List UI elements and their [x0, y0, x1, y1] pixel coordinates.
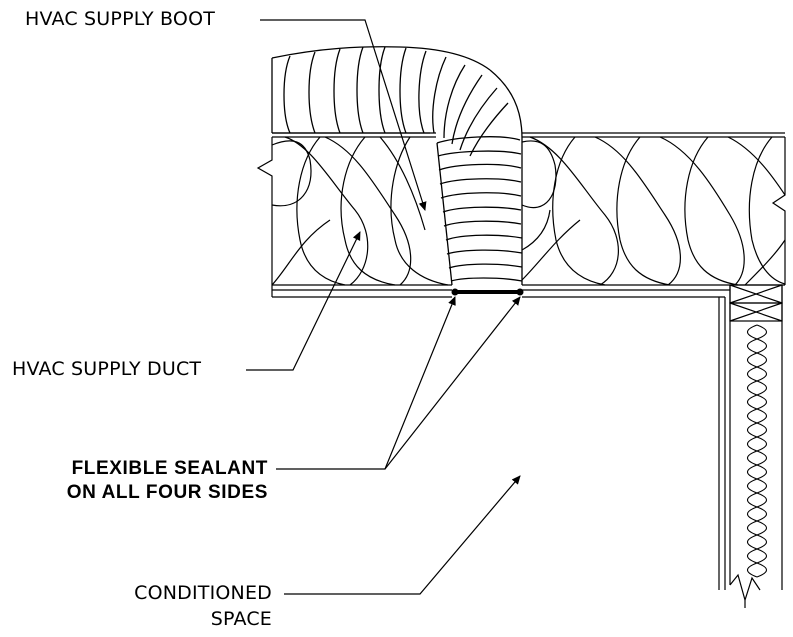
label-flexible-sealant: FLEXIBLE SEALANT ON ALL FOUR SIDES — [28, 458, 268, 503]
label-conditioned-line1: CONDITIONED — [134, 582, 272, 604]
label-hvac-supply-duct: HVAC SUPPLY DUCT — [12, 358, 202, 380]
leader-supply-duct — [246, 231, 361, 371]
leader-sealant-right — [384, 296, 521, 470]
wall-insulation — [746, 324, 768, 578]
label-hvac-supply-boot: HVAC SUPPLY BOOT — [25, 8, 216, 30]
leader-conditioned — [284, 475, 521, 595]
flex-duct-horizontal — [271, 46, 509, 157]
label-conditioned-space: CONDITIONED SPACE — [80, 583, 272, 630]
supply-boot — [436, 69, 523, 286]
label-conditioned-line2: SPACE — [210, 608, 272, 630]
label-sealant-line1: FLEXIBLE SEALANT — [71, 458, 268, 479]
leader-sealant-left — [276, 296, 456, 470]
sealant-bar — [451, 288, 524, 296]
wall-section — [718, 284, 783, 608]
wall-batt-strand-2 — [746, 324, 768, 578]
ceiling-board — [271, 285, 730, 298]
leader-lines — [246, 19, 521, 595]
ceiling-insulation — [256, 132, 786, 286]
label-sealant-line2: ON ALL FOUR SIDES — [66, 482, 268, 503]
leader-supply-boot — [260, 19, 427, 211]
